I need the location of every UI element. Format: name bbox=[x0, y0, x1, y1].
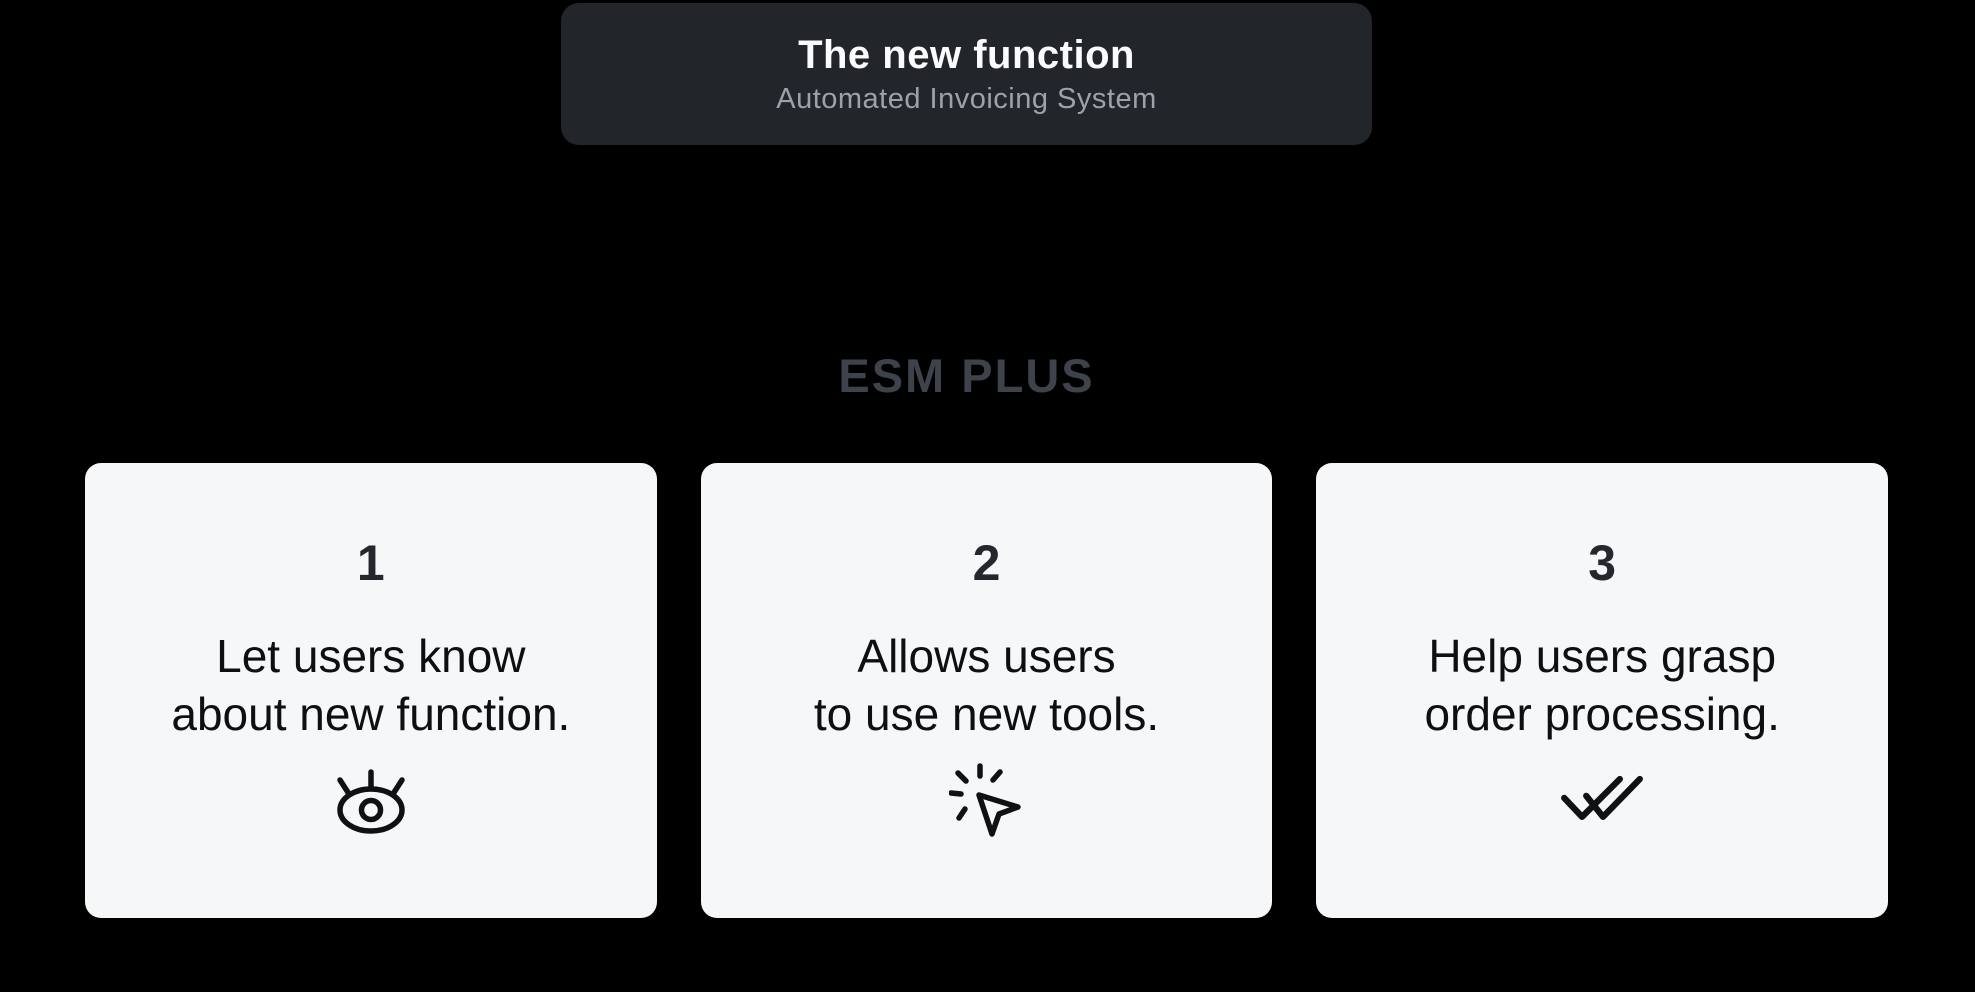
section-label: ESM PLUS bbox=[838, 349, 1095, 402]
double-check-icon bbox=[1560, 759, 1644, 839]
card-number: 2 bbox=[972, 535, 1001, 591]
page-title: The new function bbox=[798, 32, 1135, 77]
card-description: Help users grasp order processing. bbox=[1424, 627, 1779, 743]
card-description-line2: order processing. bbox=[1424, 688, 1780, 740]
card-number: 3 bbox=[1588, 535, 1617, 591]
card-description-line2: about new function. bbox=[171, 688, 571, 740]
card-description-line1: Let users know bbox=[216, 630, 526, 682]
cursor-click-icon bbox=[948, 759, 1025, 839]
card-description: Let users know about new function. bbox=[171, 627, 570, 743]
feature-card-1: 1 Let users know about new function. bbox=[85, 463, 657, 918]
feature-card-2: 2 Allows users to use new tools. bbox=[700, 463, 1273, 918]
card-description: Allows users to use new tools. bbox=[814, 627, 1159, 743]
feature-cards-row: 1 Let users know about new function. 2 A… bbox=[85, 463, 1889, 918]
page-subtitle: Automated Invoicing System bbox=[776, 82, 1157, 115]
header-box: The new function Automated Invoicing Sys… bbox=[561, 3, 1372, 145]
feature-card-3: 3 Help users grasp order processing. bbox=[1316, 463, 1889, 918]
card-description-line2: to use new tools. bbox=[813, 688, 1160, 740]
card-description-line1: Allows users bbox=[857, 630, 1116, 682]
card-number: 1 bbox=[356, 535, 385, 591]
card-description-line1: Help users grasp bbox=[1428, 630, 1777, 682]
eye-icon bbox=[333, 759, 409, 839]
